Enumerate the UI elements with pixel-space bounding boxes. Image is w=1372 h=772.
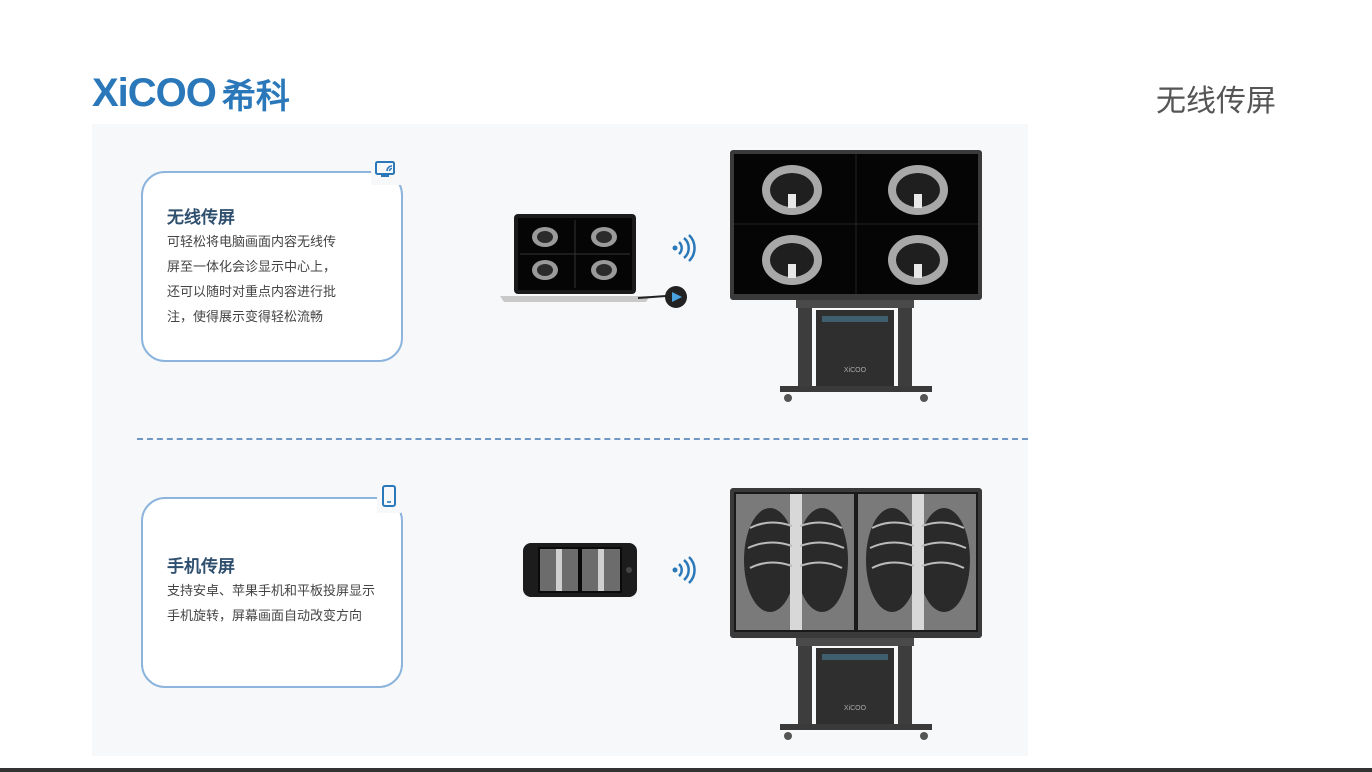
display-cart-xray: XiCOO <box>730 488 982 740</box>
smartphone-illustration <box>523 543 637 597</box>
card-title: 无线传屏 <box>167 208 235 228</box>
wireless-cast-card: 无线传屏 可轻松将电脑画面内容无线传 屏至一体化会诊显示中心上， 还可以随时对重… <box>141 157 403 362</box>
footer-rule <box>0 768 1372 772</box>
page-title: 无线传屏 <box>1156 84 1276 119</box>
card-description: 支持安卓、苹果手机和平板投屏显示 手机旋转，屏幕画面自动改变方向 <box>167 584 376 624</box>
card-title: 手机传屏 <box>167 557 235 577</box>
wireless-signal-icon <box>672 234 696 262</box>
cart-brand-mark: XiCOO <box>844 367 867 374</box>
brand-logo: XiCOO 希科 <box>92 70 290 117</box>
laptop-illustration <box>500 214 687 308</box>
phone-cast-card: 手机传屏 支持安卓、苹果手机和平板投屏显示 手机旋转，屏幕画面自动改变方向 <box>141 483 403 688</box>
logo-wordmark: XiCOO <box>92 70 217 115</box>
logo-chinese-name: 希科 <box>221 76 290 117</box>
content-panel: 无线传屏 可轻松将电脑画面内容无线传 屏至一体化会诊显示中心上， 还可以随时对重… <box>92 124 1028 756</box>
card-description: 可轻松将电脑画面内容无线传 屏至一体化会诊显示中心上， 还可以随时对重点内容进行… <box>167 235 337 325</box>
display-cart-ct: XiCOO <box>730 150 982 402</box>
wireless-signal-icon <box>672 556 696 584</box>
screen-cast-icon <box>371 157 401 185</box>
cart-brand-mark: XiCOO <box>844 705 867 712</box>
smartphone-icon <box>377 483 401 513</box>
section-divider <box>137 438 1028 440</box>
